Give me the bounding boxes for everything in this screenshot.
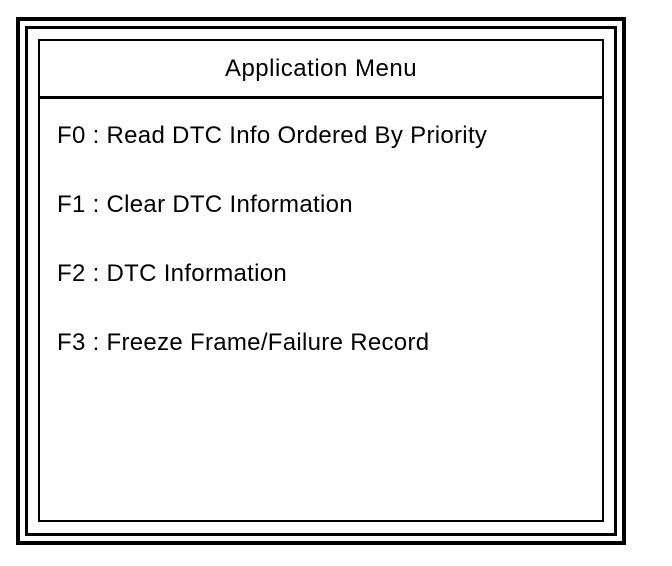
menu-item-separator: :: [85, 190, 107, 218]
application-menu-window: Application Menu F0 : Read DTC Info Orde…: [38, 39, 604, 522]
menu-item-key: F2: [57, 259, 86, 287]
menu-item-key: F1: [57, 190, 86, 218]
menu-item-separator: :: [85, 121, 107, 149]
menu-item-separator: :: [85, 259, 107, 287]
page-title: Application Menu: [224, 54, 418, 82]
outer-frame: Application Menu F0 : Read DTC Info Orde…: [16, 17, 626, 545]
menu-item-label: Read DTC Info Ordered By Priority: [106, 121, 488, 149]
menu-item-f0[interactable]: F0 : Read DTC Info Ordered By Priority: [57, 101, 594, 170]
middle-frame: Application Menu F0 : Read DTC Info Orde…: [25, 26, 617, 536]
menu-item-label: Clear DTC Information: [106, 190, 353, 218]
title-bar: Application Menu: [40, 41, 602, 99]
menu-list: F0 : Read DTC Info Ordered By Priority F…: [40, 99, 602, 520]
menu-item-key: F0: [57, 121, 86, 149]
menu-item-f2[interactable]: F2 : DTC Information: [57, 239, 594, 308]
menu-item-label: Freeze Frame/Failure Record: [106, 328, 430, 356]
menu-item-key: F3: [57, 328, 86, 356]
menu-item-f1[interactable]: F1 : Clear DTC Information: [57, 170, 594, 239]
menu-item-f3[interactable]: F3 : Freeze Frame/Failure Record: [57, 308, 594, 377]
menu-item-label: DTC Information: [106, 259, 288, 287]
menu-item-separator: :: [85, 328, 107, 356]
